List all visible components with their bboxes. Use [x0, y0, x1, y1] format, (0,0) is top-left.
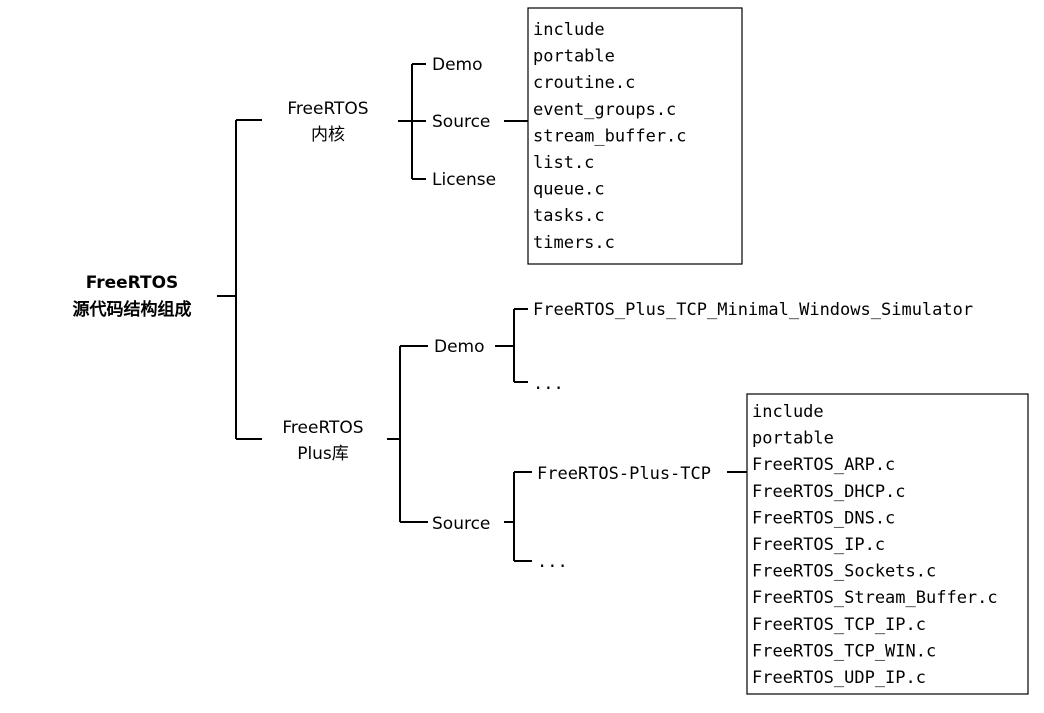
- kernel-source-label: Source: [432, 112, 490, 132]
- kernel-node: FreeRTOS 内核: [287, 99, 368, 145]
- kernel-files-list: include portable croutine.c event_groups.cs…: [533, 20, 687, 253]
- plus-node: FreeRTOS Plus库: [282, 418, 363, 464]
- kernel-label-line1: FreeRTOS: [287, 99, 368, 119]
- kernel-connectors: [398, 63, 528, 180]
- plus-connectors: [387, 345, 428, 523]
- plus-demo-simulator: FreeRTOS_Plus_TCP_Minimal_Windows_Simula…: [533, 300, 973, 320]
- tcp-file-item: FreeRTOS_ARP.c: [752, 455, 895, 475]
- tcp-file-item: FreeRTOS_UDP_IP.c: [752, 668, 926, 688]
- plus-source-connectors: [504, 471, 748, 562]
- tcp-file-item: portable: [752, 429, 834, 449]
- kernel-label-line2: 内核: [311, 125, 345, 145]
- tcp-file-item: FreeRTOS_DHCP.c: [752, 482, 906, 502]
- tcp-file-item: FreeRTOS_Sockets.c: [752, 562, 936, 582]
- kernel-file-item: portable: [533, 47, 615, 67]
- tcp-files-box: include portableFreeRTOS_ARP.cFreeRTOS_DH…: [746, 393, 1029, 695]
- tcp-file-item: include: [752, 402, 824, 422]
- tcp-file-item: FreeRTOS_DNS.c: [752, 508, 895, 528]
- plus-source-ellipsis: ...: [537, 552, 568, 572]
- kernel-file-item: timers.c: [533, 233, 615, 253]
- kernel-file-item: include: [533, 20, 605, 40]
- plus-label-line1: FreeRTOS: [282, 418, 363, 438]
- kernel-file-item: list.c: [533, 153, 594, 173]
- tcp-file-item: FreeRTOS_TCP_IP.c: [752, 615, 926, 635]
- root-connectors: [217, 119, 262, 440]
- root-label-line2: 源代码结构组成: [73, 299, 192, 320]
- kernel-files-frame: [527, 7, 743, 265]
- tcp-file-item: FreeRTOS_IP.c: [752, 535, 885, 555]
- tcp-files-list: include portableFreeRTOS_ARP.cFreeRTOS_DH…: [752, 402, 998, 688]
- kernel-license-label: License: [432, 170, 496, 190]
- root-label-line1: FreeRTOS: [86, 273, 179, 293]
- plus-demo-connectors: [495, 308, 528, 383]
- tcp-file-item: FreeRTOS_Stream_Buffer.c: [752, 588, 998, 608]
- plus-demo-ellipsis: ...: [533, 374, 564, 394]
- plus-demo-label: Demo: [434, 337, 485, 357]
- kernel-file-item: tasks.c: [533, 206, 605, 226]
- kernel-source-files-box: include portable croutine.c event_groups.cs…: [527, 7, 743, 265]
- kernel-file-item: queue.c: [533, 180, 605, 200]
- tcp-files-frame: [746, 393, 1029, 695]
- kernel-file-item: stream_buffer.c: [533, 126, 687, 146]
- kernel-demo-label: Demo: [432, 55, 483, 75]
- plus-source-label: Source: [432, 514, 490, 534]
- kernel-file-item: event_groups.c: [533, 100, 676, 120]
- kernel-file-item: croutine.c: [533, 73, 635, 93]
- tcp-file-item: FreeRTOS_TCP_WIN.c: [752, 641, 936, 661]
- root-node: FreeRTOS 源代码结构组成: [73, 273, 192, 320]
- plus-label-line2: Plus库: [297, 444, 349, 464]
- plus-tcp-folder: FreeRTOS-Plus-TCP: [537, 464, 711, 484]
